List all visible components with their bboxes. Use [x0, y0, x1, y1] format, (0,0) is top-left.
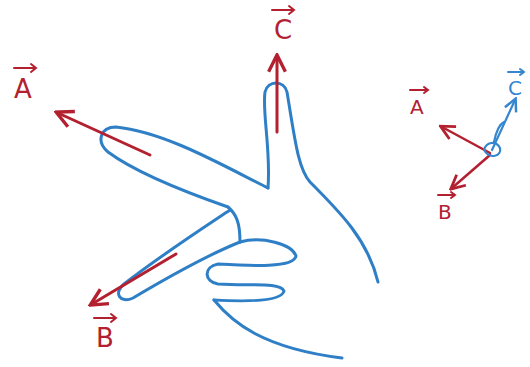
- vector-label: B: [96, 325, 114, 351]
- axis-label: A: [410, 97, 424, 117]
- vector-label: A: [14, 76, 32, 102]
- axis-label: C: [508, 78, 522, 98]
- vector-label: C: [274, 17, 292, 43]
- axis-label: B: [438, 202, 452, 222]
